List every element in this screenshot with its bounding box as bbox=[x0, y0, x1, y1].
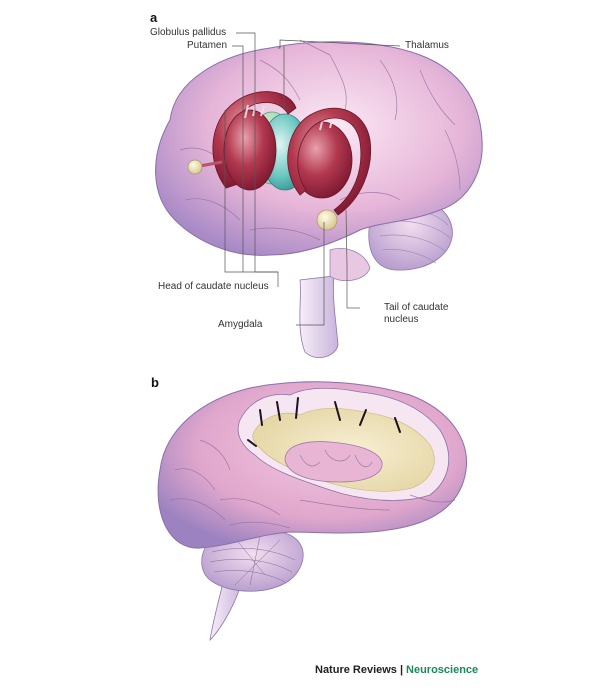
label-amygdala: Amygdala bbox=[218, 319, 263, 330]
label-globulus-pallidus: Globulus pallidus bbox=[150, 27, 227, 38]
label-head-of-caudate-nucleus: Head of caudate nucleus bbox=[158, 281, 269, 292]
label-putamen: Putamen bbox=[187, 40, 228, 51]
panel-a-brain bbox=[155, 32, 483, 359]
panel-a-letter: a bbox=[150, 10, 158, 25]
panel-b-brain bbox=[157, 381, 467, 642]
label-tail-of-caudate-line2: nucleus bbox=[384, 314, 419, 325]
panel-b-letter: b bbox=[151, 375, 159, 390]
label-thalamus: Thalamus bbox=[405, 40, 449, 51]
journal-name: Nature Reviews bbox=[315, 664, 397, 676]
label-tail-of-caudate-line1: Tail of caudate bbox=[384, 302, 449, 313]
journal-section: Neuroscience bbox=[406, 664, 479, 676]
credit-separator: | bbox=[399, 664, 404, 676]
journal-credit: Nature Reviews|Neuroscience bbox=[315, 664, 478, 676]
